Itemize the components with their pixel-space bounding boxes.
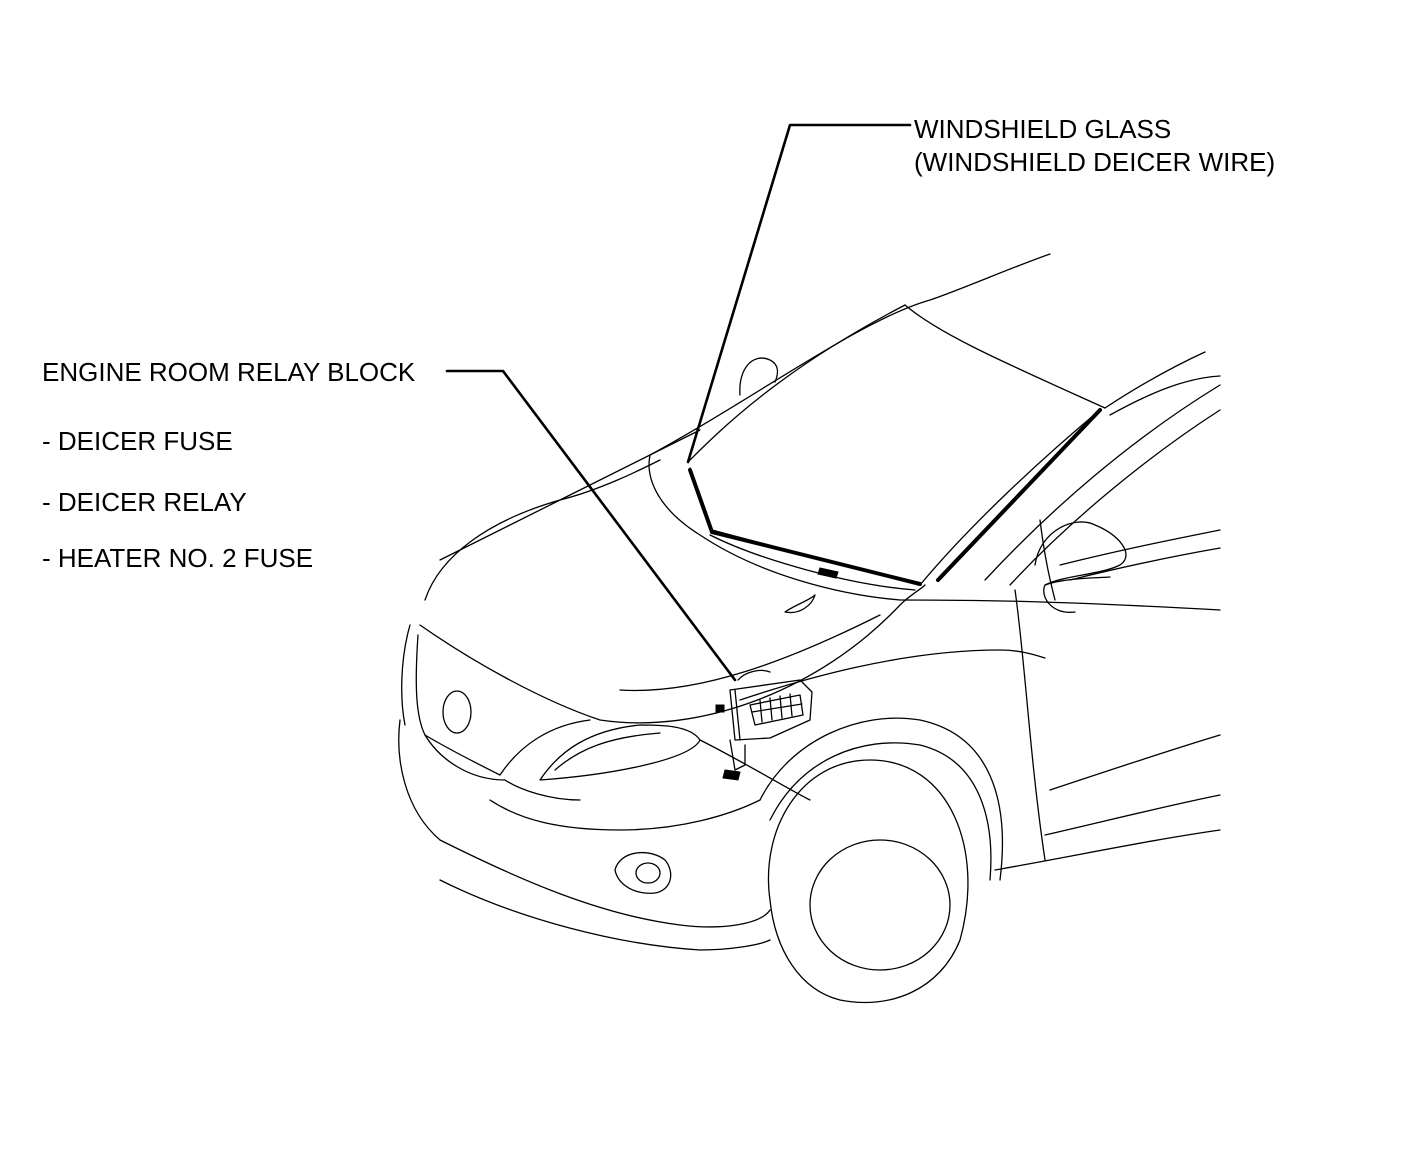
engine-room-relay-block-illustration [715, 669, 813, 781]
heater-no-2-fuse-label: - HEATER NO. 2 FUSE [42, 543, 314, 573]
vehicle-body-outline [398, 253, 1221, 1004]
windshield-deicer-wire-label: (WINDSHIELD DEICER WIRE) [914, 147, 1276, 177]
relay-block-leader-line [445, 369, 737, 682]
deicer-relay-label: - DEICER RELAY [42, 487, 247, 517]
deicer-fuse-label: - DEICER FUSE [42, 426, 233, 456]
engine-room-relay-block-label: ENGINE ROOM RELAY BLOCK [42, 357, 416, 387]
windshield-glass-label: WINDSHIELD GLASS [914, 114, 1172, 144]
windshield-leader-line [686, 123, 912, 464]
